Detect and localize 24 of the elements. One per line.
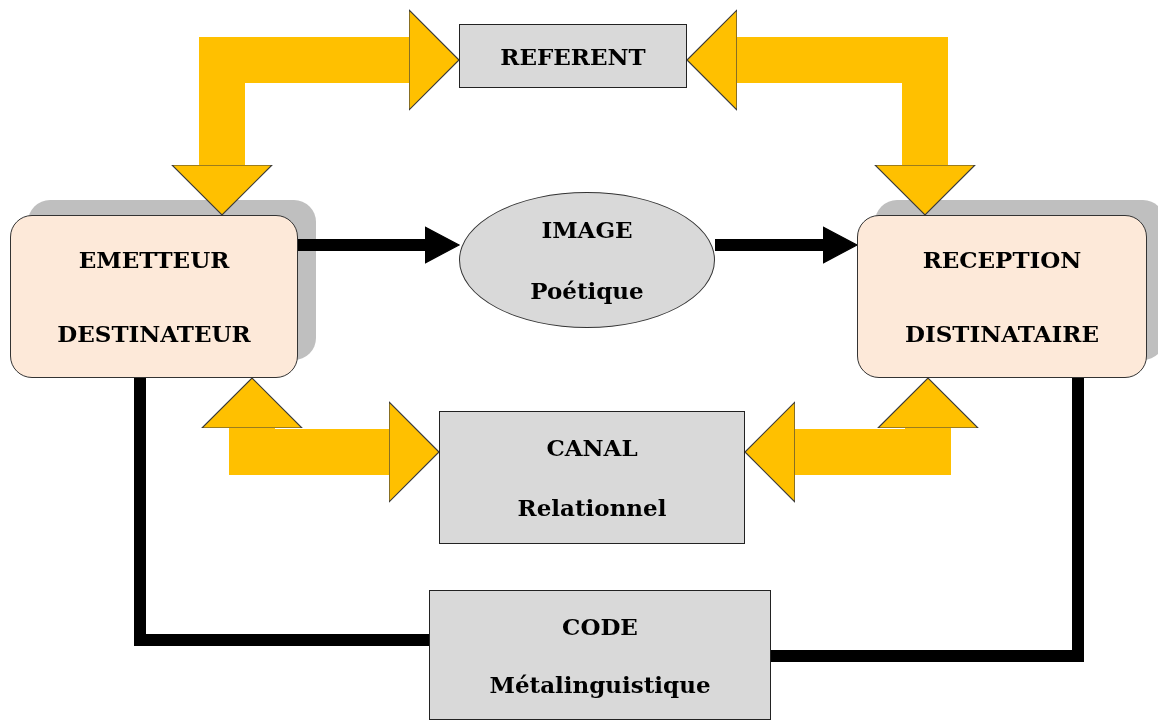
block-arrow bbox=[201, 377, 440, 503]
label-box bbox=[459, 24, 687, 88]
connector-line bbox=[134, 378, 429, 646]
node-label: Relationnel bbox=[517, 493, 667, 521]
connector-line bbox=[771, 378, 1084, 662]
node-label: REFERENT bbox=[500, 42, 646, 70]
node-label: CODE bbox=[562, 612, 638, 640]
node-label: Métalinguistique bbox=[489, 670, 711, 698]
block-arrow bbox=[686, 9, 976, 216]
rounded-box bbox=[10, 215, 298, 378]
node-label: IMAGE bbox=[541, 216, 633, 243]
node-label: DISTINATAIRE bbox=[905, 320, 1099, 348]
arrow bbox=[298, 226, 460, 264]
node-label: RECEPTION bbox=[922, 245, 1082, 273]
node-label: CANAL bbox=[546, 434, 638, 462]
rounded-box bbox=[857, 215, 1147, 378]
block-arrow bbox=[744, 377, 979, 503]
label-box bbox=[439, 411, 745, 544]
arrow bbox=[715, 226, 858, 264]
node-label: DESTINATEUR bbox=[57, 320, 251, 348]
block-arrow bbox=[171, 9, 460, 216]
node-label: EMETTEUR bbox=[78, 245, 230, 273]
label-box bbox=[429, 590, 771, 720]
node-label: Poétique bbox=[530, 277, 644, 304]
